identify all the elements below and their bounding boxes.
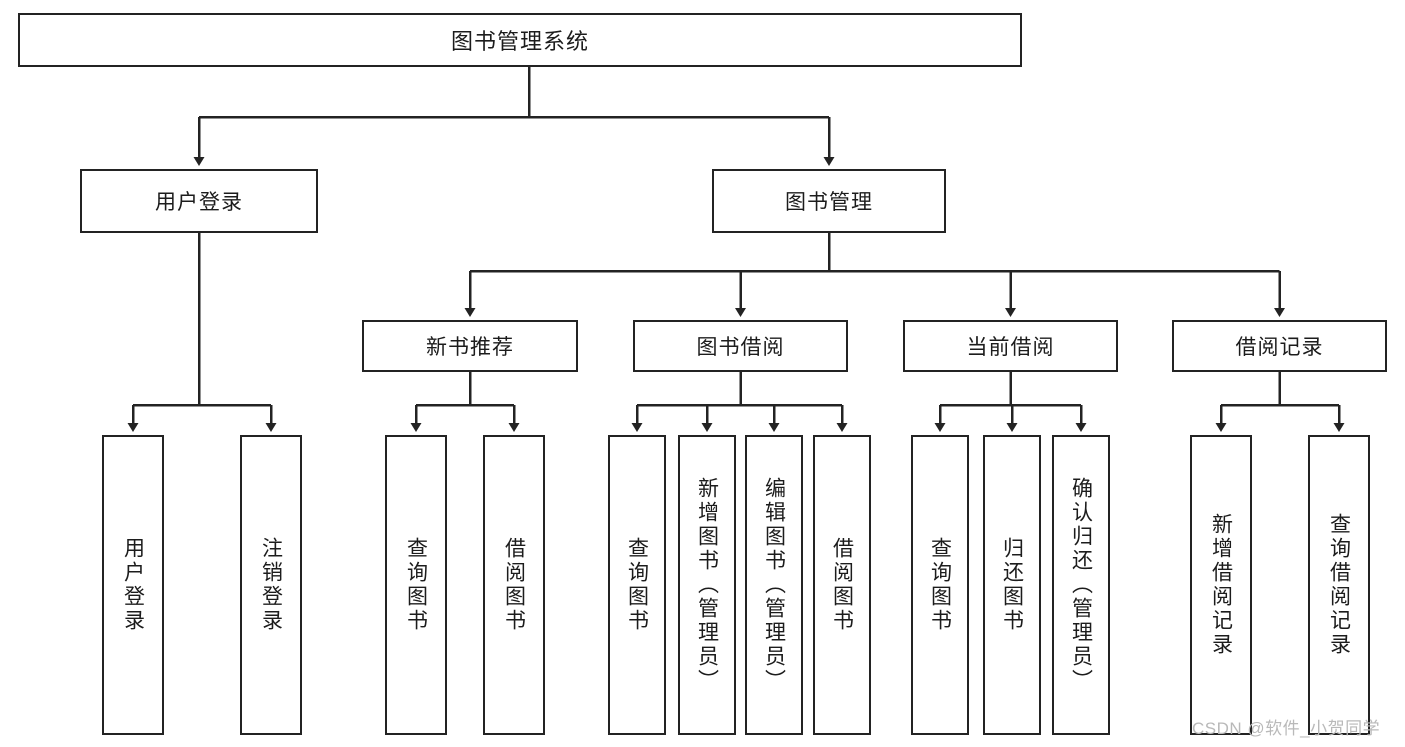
node-leaf-11[interactable]: 新增借阅记录 <box>1190 435 1252 735</box>
node-leaf-label: 归还图书 <box>1000 537 1024 633</box>
node-level1-1[interactable]: 图书管理 <box>712 169 946 233</box>
node-leaf-0[interactable]: 用户登录 <box>102 435 164 735</box>
node-leaf-12[interactable]: 查询借阅记录 <box>1308 435 1370 735</box>
node-level2-0[interactable]: 新书推荐 <box>362 320 578 372</box>
node-leaf-label: 借阅图书 <box>502 537 526 633</box>
node-root-label: 图书管理系统 <box>450 29 589 54</box>
node-leaf-9[interactable]: 归还图书 <box>983 435 1041 735</box>
node-leaf-2[interactable]: 查询图书 <box>385 435 447 735</box>
node-level1-label: 用户登录 <box>155 191 243 214</box>
node-level2-1[interactable]: 图书借阅 <box>633 320 848 372</box>
node-leaf-4[interactable]: 查询图书 <box>608 435 666 735</box>
node-leaf-label: 查询图书 <box>625 537 649 633</box>
node-leaf-1[interactable]: 注销登录 <box>240 435 302 735</box>
node-level2-label: 借阅记录 <box>1235 336 1324 359</box>
node-leaf-3[interactable]: 借阅图书 <box>483 435 545 735</box>
node-leaf-label: 查询图书 <box>928 537 952 633</box>
node-leaf-label: 注销登录 <box>259 537 283 633</box>
node-root[interactable]: 图书管理系统 <box>18 13 1022 67</box>
node-leaf-label: 编辑图书（管理员） <box>762 477 786 693</box>
node-leaf-label: 用户登录 <box>121 537 145 633</box>
node-leaf-label: 查询借阅记录 <box>1327 513 1351 657</box>
node-leaf-label: 新增图书（管理员） <box>695 477 719 693</box>
node-leaf-label: 借阅图书 <box>830 537 854 633</box>
node-leaf-label: 新增借阅记录 <box>1209 513 1233 657</box>
node-level2-3[interactable]: 借阅记录 <box>1172 320 1387 372</box>
node-level2-label: 新书推荐 <box>426 336 514 359</box>
node-leaf-label: 确认归还（管理员） <box>1069 477 1093 693</box>
node-leaf-6[interactable]: 编辑图书（管理员） <box>745 435 803 735</box>
node-level2-label: 图书借阅 <box>696 336 785 359</box>
node-level2-label: 当前借阅 <box>966 336 1055 359</box>
node-level1-0[interactable]: 用户登录 <box>80 169 318 233</box>
node-level2-2[interactable]: 当前借阅 <box>903 320 1118 372</box>
node-leaf-10[interactable]: 确认归还（管理员） <box>1052 435 1110 735</box>
node-leaf-8[interactable]: 查询图书 <box>911 435 969 735</box>
node-level1-label: 图书管理 <box>785 191 873 214</box>
node-leaf-label: 查询图书 <box>404 537 428 633</box>
node-leaf-5[interactable]: 新增图书（管理员） <box>678 435 736 735</box>
csdn-watermark: CSDN @软件_小贺同学 <box>1192 719 1381 738</box>
node-leaf-7[interactable]: 借阅图书 <box>813 435 871 735</box>
